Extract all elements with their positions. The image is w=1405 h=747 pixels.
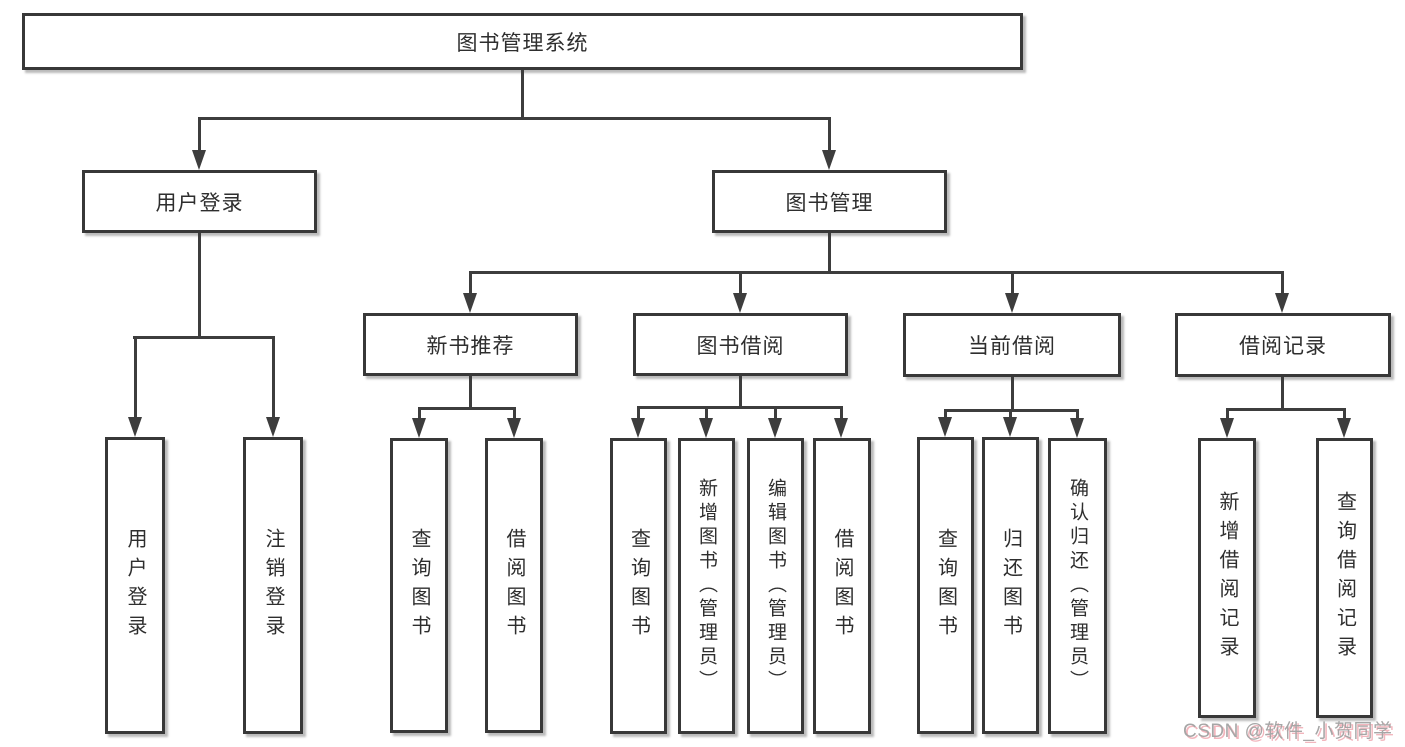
node-library-management-system: 图书管理系统	[22, 13, 1023, 70]
arrowhead	[768, 418, 782, 438]
node-logout: 注销登录	[243, 437, 303, 734]
csdn-watermark: CSDN @软件_小贺同学	[1183, 721, 1393, 742]
connector-vline	[198, 233, 201, 336]
node-confirm-return-admin: 确认归还（管理员）	[1048, 438, 1107, 734]
node-user-login: 用户登录	[82, 170, 317, 233]
arrowhead	[1220, 418, 1234, 438]
arrowhead	[1070, 418, 1084, 438]
connector-vline	[828, 117, 831, 151]
connector-hline	[133, 336, 275, 339]
connector-vline	[944, 409, 947, 418]
arrowhead	[733, 293, 747, 313]
connector-vline	[1011, 271, 1014, 294]
connector-hline	[198, 117, 830, 120]
connector-vline	[1009, 409, 1012, 418]
connector-hline	[637, 406, 842, 409]
node-query-books-recommend: 查询图书	[390, 438, 448, 733]
connector-hline	[469, 271, 1283, 274]
connector-vline	[739, 271, 742, 294]
node-return-books: 归还图书	[982, 437, 1039, 734]
connector-vline	[521, 69, 524, 117]
node-add-books-admin: 新增图书（管理员）	[678, 438, 735, 734]
connector-vline	[513, 407, 516, 419]
node-add-borrow-record: 新增借阅记录	[1198, 438, 1256, 718]
connector-vline	[1343, 408, 1346, 419]
connector-vline	[469, 376, 472, 407]
connector-vline	[134, 336, 137, 418]
connector-vline	[1226, 408, 1229, 419]
arrowhead	[631, 418, 645, 438]
node-current-borrow: 当前借阅	[903, 313, 1121, 377]
connector-vline	[1281, 377, 1284, 408]
connector-vline	[840, 406, 843, 419]
arrowhead	[1005, 293, 1019, 313]
connector-vline	[469, 271, 472, 294]
node-query-books-borrow: 查询图书	[610, 438, 667, 734]
connector-hline	[418, 407, 515, 410]
node-query-borrow-record: 查询借阅记录	[1316, 438, 1373, 718]
node-borrow-books-recommend: 借阅图书	[485, 438, 543, 733]
arrowhead	[1275, 293, 1289, 313]
connector-vline	[705, 406, 708, 419]
node-new-book-recommend: 新书推荐	[363, 313, 578, 376]
arrowhead	[699, 418, 713, 438]
connector-vline	[637, 406, 640, 419]
node-borrow-books: 借阅图书	[813, 438, 871, 734]
connector-vline	[1076, 409, 1079, 418]
arrowhead	[834, 418, 848, 438]
arrowhead	[192, 150, 206, 170]
arrowhead	[1003, 417, 1017, 437]
arrowhead	[1337, 418, 1351, 438]
connector-vline	[198, 117, 201, 151]
connector-vline	[828, 233, 831, 271]
connector-vline	[1281, 271, 1284, 294]
node-edit-books-admin: 编辑图书（管理员）	[747, 438, 804, 734]
arrowhead	[128, 417, 142, 437]
connector-hline	[1226, 408, 1345, 411]
arrowhead	[412, 418, 426, 438]
node-query-books-current: 查询图书	[917, 437, 974, 734]
connector-vline	[418, 407, 421, 419]
node-book-borrow: 图书借阅	[633, 313, 848, 376]
node-user-login-action: 用户登录	[105, 437, 165, 734]
arrowhead	[938, 417, 952, 437]
connector-vline	[739, 376, 742, 406]
arrowhead	[822, 150, 836, 170]
arrowhead	[507, 418, 521, 438]
node-borrow-record: 借阅记录	[1175, 313, 1391, 377]
connector-vline	[1011, 377, 1014, 409]
arrowhead	[266, 417, 280, 437]
connector-vline	[774, 406, 777, 419]
arrowhead	[463, 293, 477, 313]
node-book-management: 图书管理	[712, 170, 947, 233]
connector-vline	[272, 336, 275, 418]
